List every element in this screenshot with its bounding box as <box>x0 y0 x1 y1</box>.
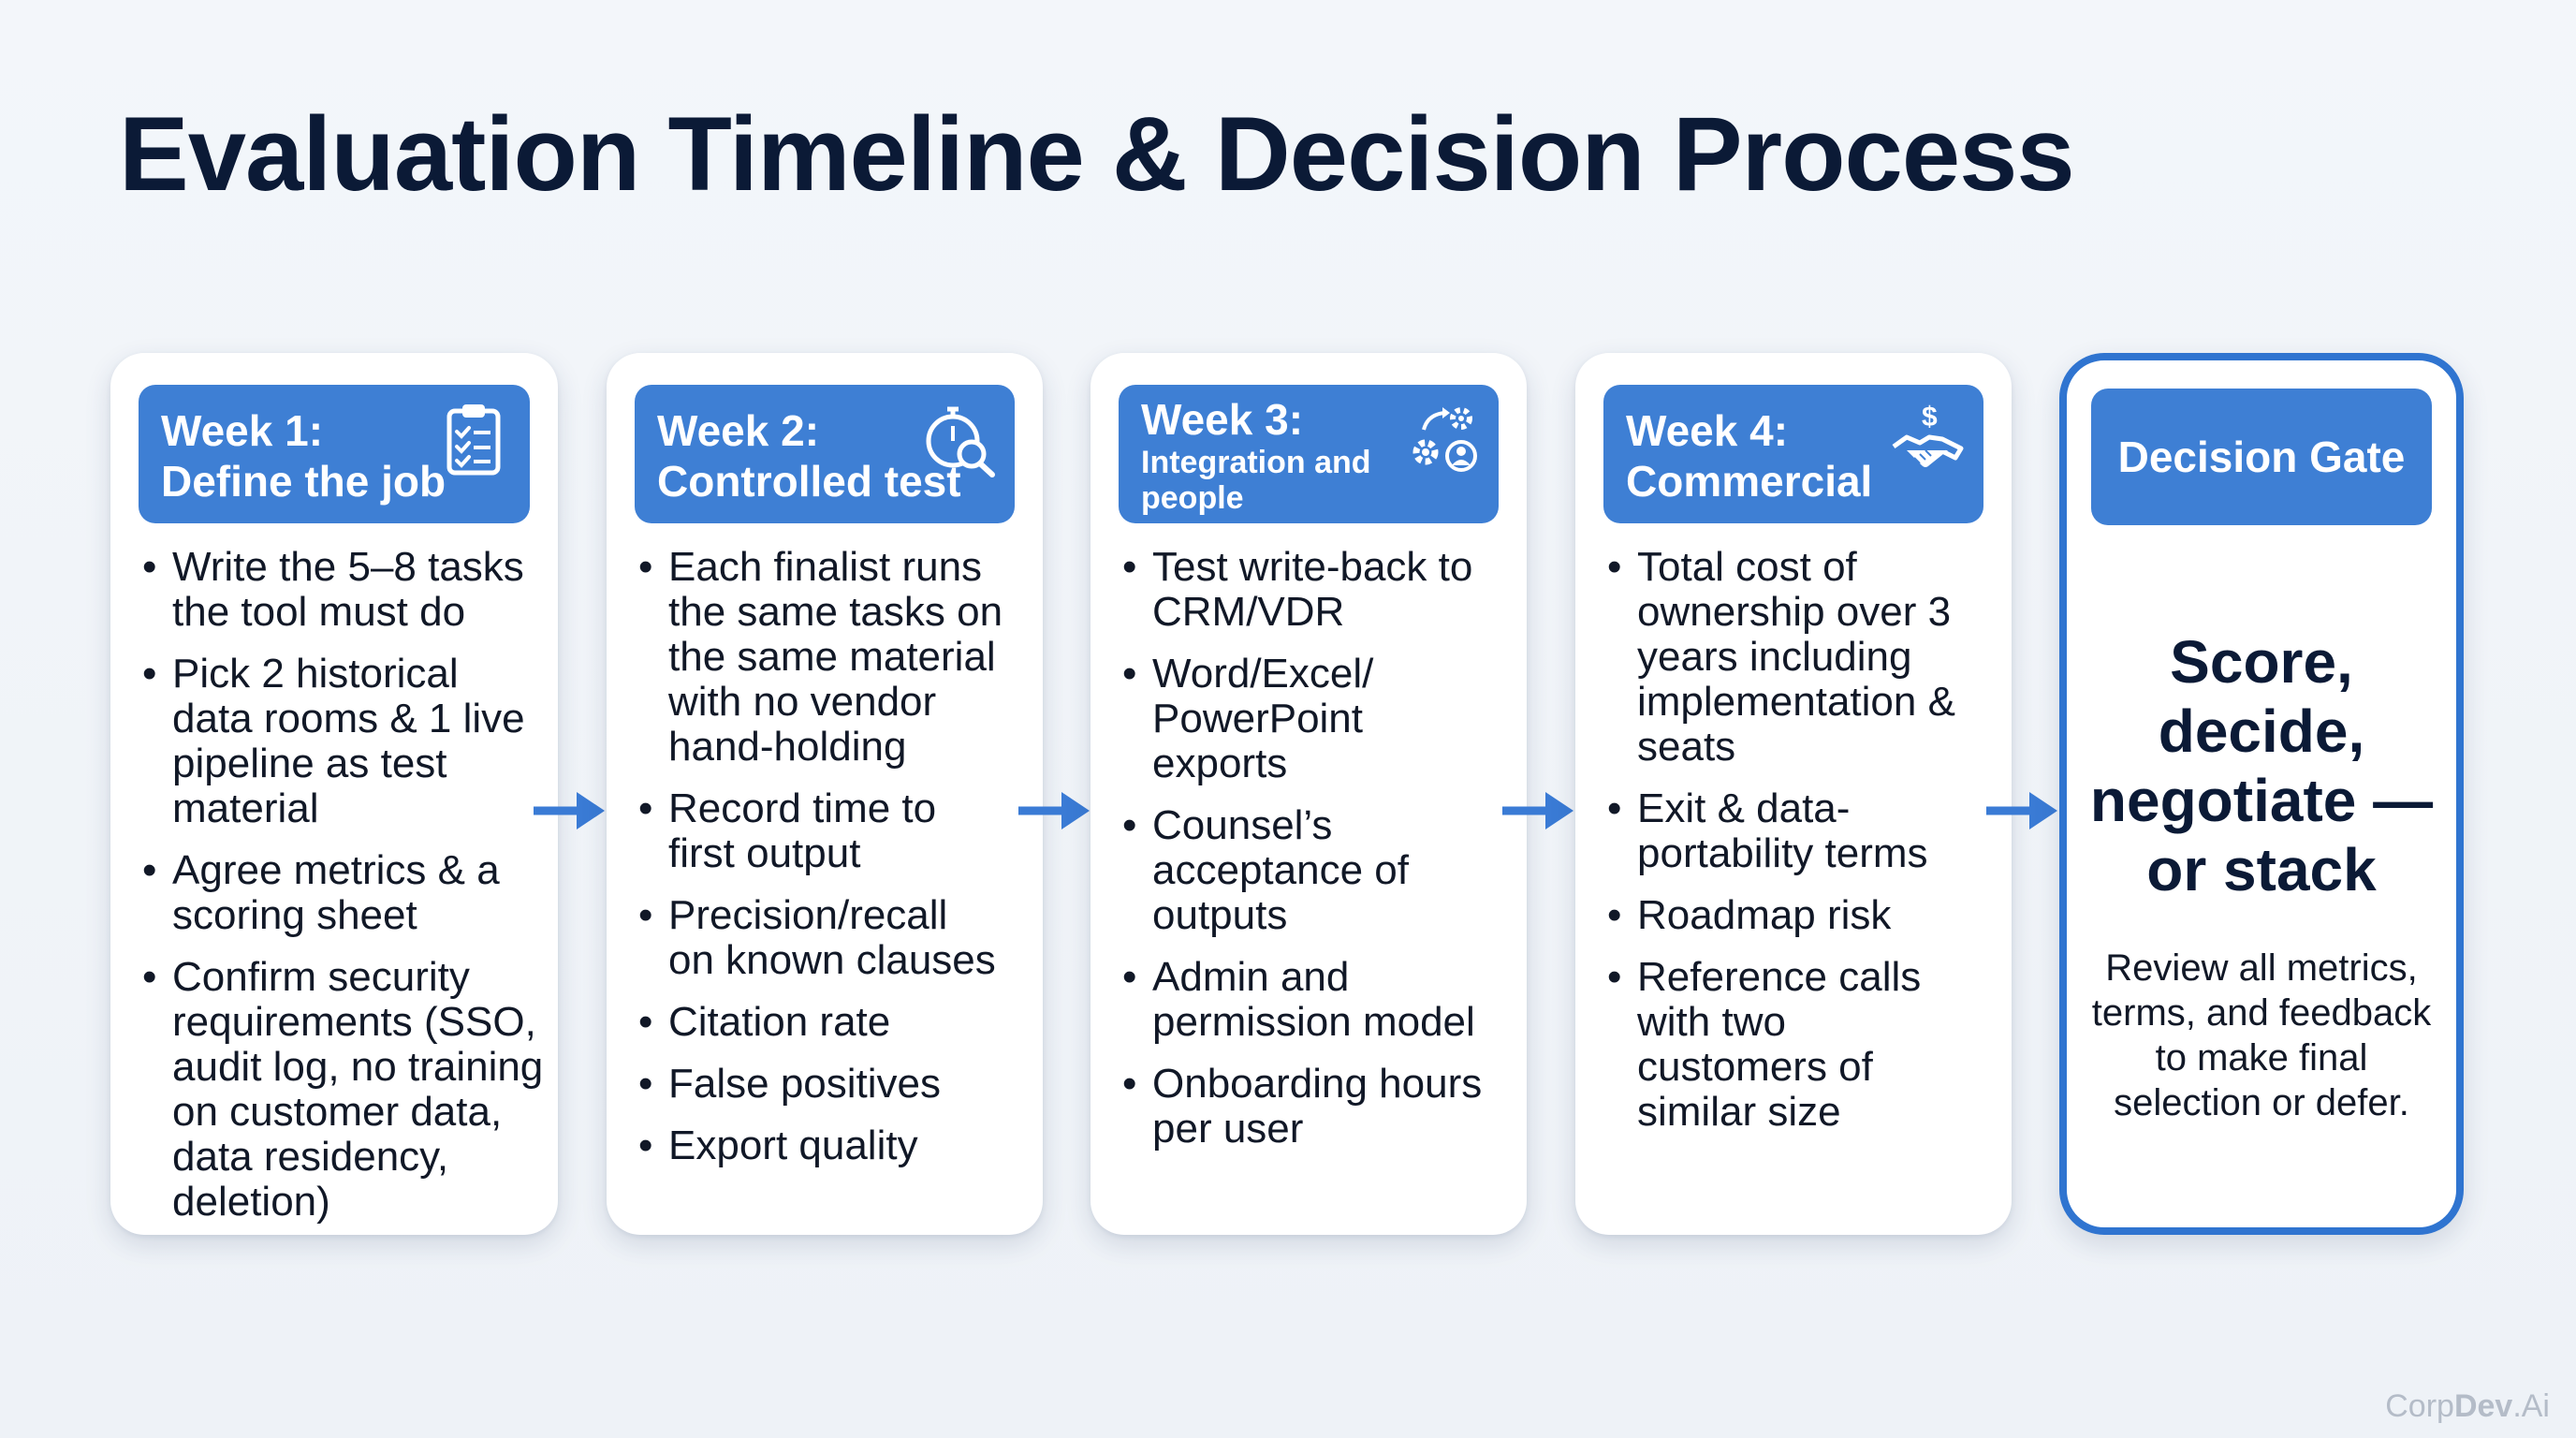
week-1-card: Week 1: Define the job Write the 5–8 tas… <box>110 353 558 1235</box>
svg-text:$: $ <box>1922 402 1938 433</box>
week-3-card: Week 3: Integration and people Test writ… <box>1090 353 1527 1235</box>
bullet-item: False positives <box>638 1062 1022 1108</box>
decision-gate-label: Decision Gate <box>2117 433 2406 481</box>
week-2-label: Week 2: <box>657 406 820 455</box>
week-4-card: Week 4: Commercial $ Total cost ofowners… <box>1575 353 2012 1235</box>
clipboard-checklist-icon <box>446 404 501 476</box>
week-3-header: Week 3: Integration and people <box>1119 385 1499 523</box>
week-2-name: Controlled test <box>657 457 961 506</box>
arrow-right-icon <box>534 792 605 829</box>
handshake-dollar-icon: $ <box>1892 402 1964 467</box>
arrow-right-icon <box>1502 792 1573 829</box>
week-1-label: Week 1: <box>161 406 324 455</box>
decision-gate-headline: Score, decide, negotiate — or stack <box>2089 628 2434 903</box>
arrow-right-icon <box>1986 792 2057 829</box>
week-4-header: Week 4: Commercial $ <box>1603 385 1983 523</box>
page-title: Evaluation Timeline & Decision Process <box>119 95 2075 213</box>
bullet-item: Roadmap risk <box>1607 893 1991 939</box>
decision-gate-header: Decision Gate <box>2091 389 2432 525</box>
bullet-item: Exit & data-portability terms <box>1607 786 1991 876</box>
stopwatch-search-icon <box>926 406 995 477</box>
bullet-item: Citation rate <box>638 1000 1022 1046</box>
week-4-name: Commercial <box>1626 457 1873 506</box>
arrow-right-icon <box>1018 792 1090 829</box>
brand-watermark: CorpDev.Ai <box>2385 1388 2550 1424</box>
week-2-card: Week 2: Controlled test Each finalist ru… <box>607 353 1043 1235</box>
decision-gate-card: Decision Gate Score, decide, negotiate —… <box>2059 353 2464 1235</box>
week-2-header: Week 2: Controlled test <box>635 385 1015 523</box>
week-3-name-line2: people <box>1141 480 1244 516</box>
week-3-name: Integration and <box>1141 445 1371 480</box>
week-1-name: Define the job <box>161 457 446 506</box>
week-4-label: Week 4: <box>1626 406 1789 455</box>
bullet-item: Export quality <box>638 1123 1022 1169</box>
week-3-label: Week 3: <box>1141 395 1304 444</box>
gears-user-icon <box>1412 407 1477 472</box>
week-1-header: Week 1: Define the job <box>139 385 530 523</box>
decision-gate-description: Review all metrics, terms, and feedback … <box>2091 947 2432 1123</box>
